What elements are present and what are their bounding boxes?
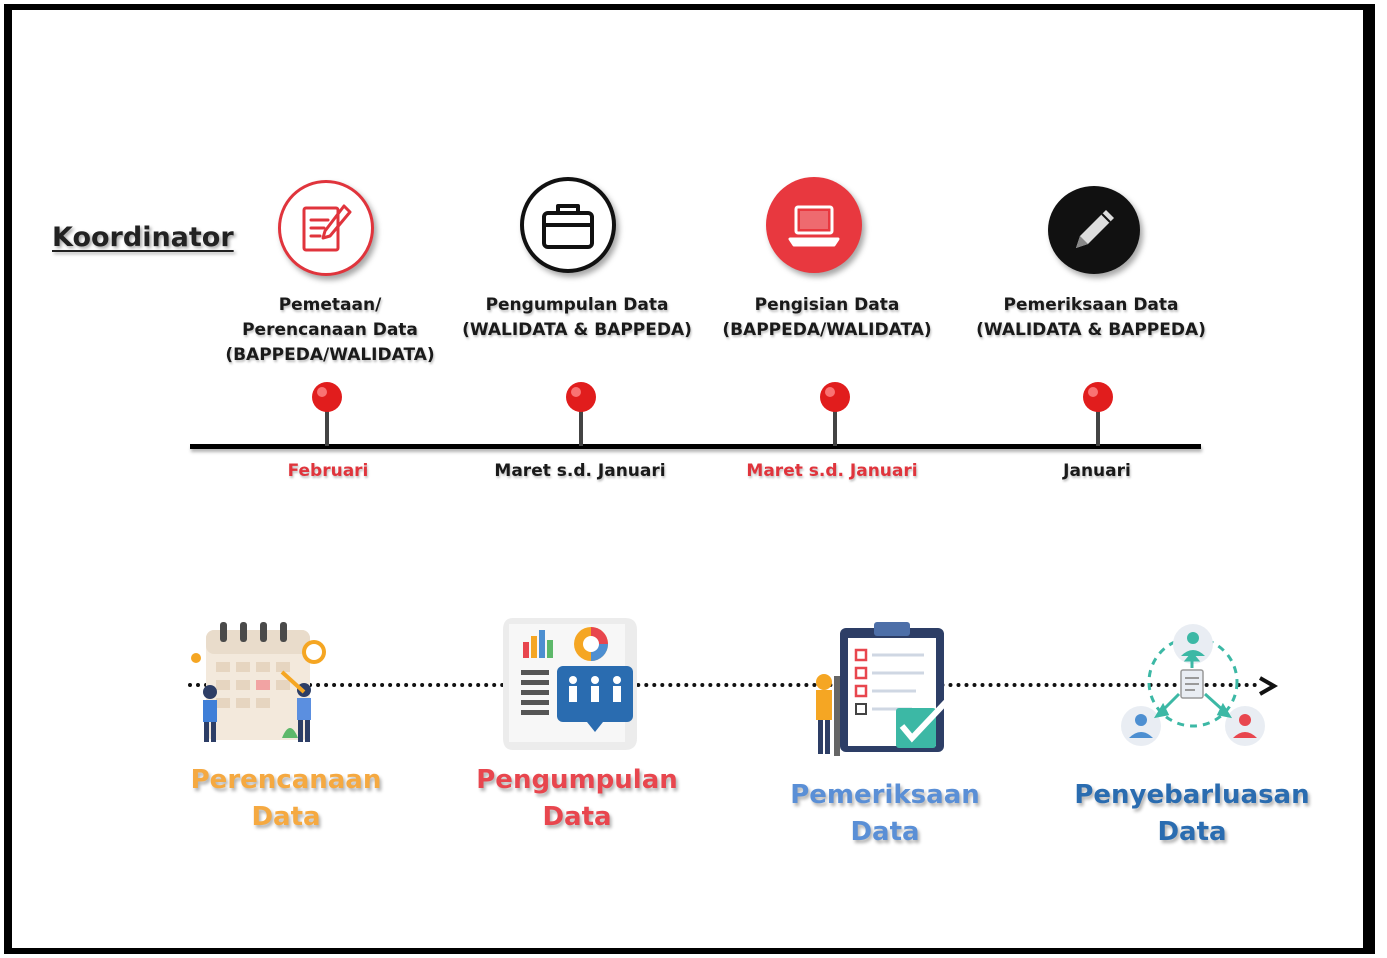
- step-2-pin-icon: [566, 382, 596, 446]
- phase-4-label: Penyebarluasan Data: [1052, 777, 1332, 851]
- phase-1-label: Perencanaan Data: [146, 762, 426, 836]
- step-1-date: Februari: [287, 461, 369, 481]
- phase-2-label: Pengumpulan Data: [437, 762, 717, 836]
- phase-3-label-line-1: Pemeriksaan: [790, 780, 980, 810]
- step-4-date: Januari: [1063, 461, 1131, 481]
- step-3-laptop-icon: [766, 177, 862, 273]
- phase-2-label-line-1: Pengumpulan: [476, 765, 678, 795]
- timeline-line: [190, 444, 1201, 449]
- phase-3-label-line-2: Data: [850, 817, 920, 847]
- phase-4-label-line-2: Data: [1157, 817, 1227, 847]
- step-1-label: Pemetaan/ Perencanaan Data (BAPPEDA/WALI…: [200, 293, 460, 368]
- phase-3-label: Pemeriksaan Data: [745, 777, 1025, 851]
- arrow-right-icon: [1259, 676, 1278, 696]
- step-1-label-line-2: Perencanaan Data: [242, 320, 418, 340]
- share-network-icon: [1121, 624, 1265, 746]
- step-1-edit-document-icon: [278, 180, 374, 276]
- step-1-pin-icon: [312, 382, 342, 446]
- step-3-label-line-2: (BAPPEDA/WALIDATA): [722, 320, 932, 340]
- step-1-label-line-1: Pemetaan/: [278, 295, 382, 315]
- phase-4-label-line-1: Penyebarluasan: [1074, 780, 1310, 810]
- calendar-planning-icon: [191, 622, 326, 742]
- phase-1-label-line-2: Data: [251, 802, 321, 832]
- step-2-date: Maret s.d. Januari: [494, 461, 666, 481]
- step-2-briefcase-icon: [520, 177, 616, 273]
- step-2-label: Pengumpulan Data (WALIDATA & BAPPEDA): [447, 293, 707, 343]
- page-frame: [4, 4, 1375, 954]
- process-dotted-line: [188, 683, 1258, 687]
- step-4-pin-icon: [1083, 382, 1113, 446]
- phase-2-label-line-2: Data: [542, 802, 612, 832]
- phase-1-label-line-1: Perencanaan: [190, 765, 382, 795]
- step-3-date: Maret s.d. Januari: [746, 461, 918, 481]
- step-2-label-line-1: Pengumpulan Data: [485, 295, 669, 315]
- step-3-pin-icon: [820, 382, 850, 446]
- data-report-icon: [503, 618, 637, 750]
- koordinator-heading: Koordinator: [52, 222, 234, 253]
- step-1-label-line-3: (BAPPEDA/WALIDATA): [225, 345, 435, 365]
- step-3-label: Pengisian Data (BAPPEDA/WALIDATA): [697, 293, 957, 343]
- step-3-label-line-1: Pengisian Data: [754, 295, 900, 315]
- step-4-label-line-2: (WALIDATA & BAPPEDA): [976, 320, 1206, 340]
- step-4-label: Pemeriksaan Data (WALIDATA & BAPPEDA): [961, 293, 1221, 343]
- step-4-pencil-icon: [1048, 186, 1140, 274]
- step-2-label-line-2: (WALIDATA & BAPPEDA): [462, 320, 692, 340]
- checklist-clipboard-icon: [816, 622, 949, 756]
- step-4-label-line-1: Pemeriksaan Data: [1003, 295, 1179, 315]
